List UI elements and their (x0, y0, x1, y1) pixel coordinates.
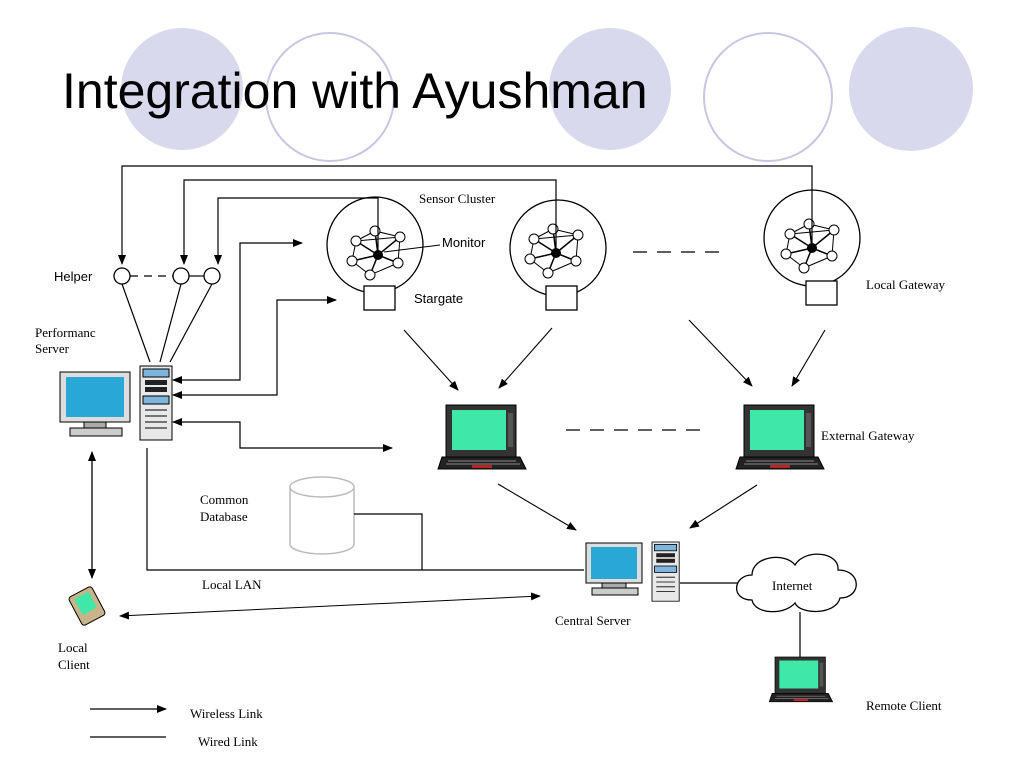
central-monitor-icon (585, 542, 643, 596)
helper-node-3 (203, 267, 221, 285)
label-local-client-line1: Local (58, 640, 88, 655)
decor-circle-2 (265, 32, 395, 162)
local-lan-wires (146, 448, 801, 662)
decor-circle-1 (121, 28, 243, 150)
remote-client-laptop (768, 656, 833, 703)
decor-circle-4 (703, 32, 833, 162)
central-tower-icon (651, 541, 680, 602)
database-cylinder-icon (289, 476, 355, 555)
external-gateway-laptop-1 (437, 404, 527, 470)
cloud-icon (736, 553, 857, 613)
helper-server-lines (121, 283, 213, 363)
helper-node-1 (113, 267, 131, 285)
server-wires (172, 239, 393, 452)
label-common-database-line2: Database (200, 509, 248, 524)
stargate-box-2 (545, 285, 578, 311)
label-external-gateway: External Gateway (821, 428, 915, 443)
legend-wireless-label: Wireless Link (190, 706, 263, 721)
label-monitor: Monitor (442, 235, 486, 250)
decor-circle-3 (549, 28, 671, 150)
label-stargate: Stargate (414, 291, 463, 306)
label-local-client-line2: Client (58, 657, 90, 672)
gateway-central-arrows (497, 483, 758, 531)
helper-wires (118, 165, 813, 265)
label-local-gateway: Local Gateway (866, 277, 946, 292)
label-local-lan: Local LAN (202, 577, 262, 592)
label-internet: Internet (772, 578, 813, 593)
stargate-box-1 (363, 285, 396, 311)
legend-wired-label: Wired Link (198, 734, 258, 749)
performance-server (59, 365, 173, 441)
cluster-gateway-arrows (403, 319, 826, 391)
sensor-cluster-2 (509, 199, 607, 297)
central-server (585, 541, 680, 602)
client-central-wireless-link (119, 592, 541, 620)
label-performance-server-line2: Server (35, 341, 70, 356)
monitor-leader-line (383, 244, 441, 253)
slide-title: Integration with Ayushman (62, 63, 648, 119)
external-gateway-laptop-2 (735, 404, 825, 470)
label-sensor-cluster: Sensor Cluster (419, 191, 496, 206)
stargate-box-3 (805, 280, 838, 306)
desktop-monitor-icon (59, 371, 131, 437)
decor-circle-5 (849, 27, 973, 151)
server-tower-icon (139, 365, 173, 441)
helper-node-2 (172, 267, 190, 285)
label-helper: Helper (54, 269, 93, 284)
pda-icon (68, 586, 106, 626)
label-performance-server-line1: Performanc (35, 325, 96, 340)
label-central-server: Central Server (555, 613, 631, 628)
label-common-database-line1: Common (200, 492, 249, 507)
label-remote-client: Remote Client (866, 698, 942, 713)
sensor-cluster-1 (326, 196, 424, 294)
